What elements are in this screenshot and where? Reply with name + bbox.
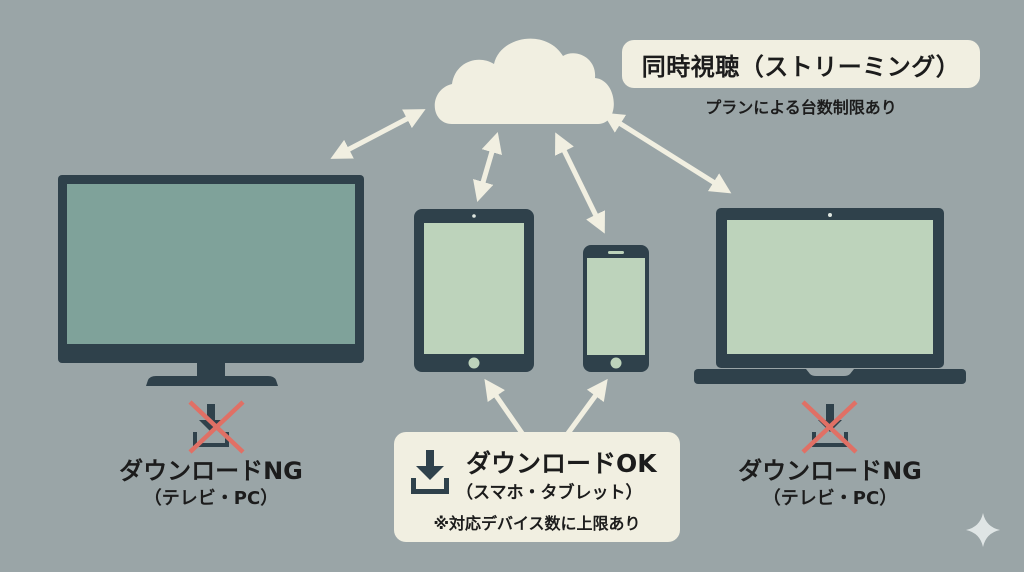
arrow-cloud-tv [330, 109, 426, 159]
download-ok-box: ダウンロードOK （スマホ・タブレット） ※対応デバイス数に上限あり [394, 432, 680, 542]
arrow-box-tablet [484, 378, 527, 438]
download-icon [411, 450, 449, 494]
download-blocked-icon-right [801, 400, 858, 454]
download-ng-title: ダウンロードNG [738, 457, 922, 485]
sparkle-icon [966, 513, 1000, 547]
download-ok-title: ダウンロードOK [466, 449, 657, 478]
streaming-title-badge: 同時視聴（ストリーミング） [622, 40, 980, 88]
download-ok-note: ※対応デバイス数に上限あり [433, 514, 641, 533]
download-blocked-icon-left [188, 400, 245, 454]
streaming-title: 同時視聴（ストリーミング） [641, 52, 961, 81]
smartphone-icon [583, 245, 649, 372]
arrow-cloud-tablet [473, 131, 502, 203]
arrow-box-phone [563, 378, 608, 438]
sync-arrows [330, 109, 732, 438]
tv-icon [58, 175, 364, 386]
download-ng-label-right: ダウンロードNG （テレビ・PC） [700, 456, 960, 512]
download-ng-title: ダウンロードNG [119, 457, 303, 485]
arrow-cloud-phone [555, 132, 605, 234]
tablet-icon [414, 209, 534, 372]
download-ng-devices: （テレビ・PC） [143, 488, 279, 509]
streaming-subtitle: プランによる台数制限あり [705, 98, 897, 117]
download-ng-label-left: ダウンロードNG （テレビ・PC） [81, 456, 341, 512]
laptop-icon [694, 208, 966, 384]
arrow-cloud-laptop [602, 112, 732, 194]
download-ok-devices: （スマホ・タブレット） [456, 483, 643, 503]
download-ng-devices: （テレビ・PC） [762, 488, 898, 509]
cloud-icon [434, 38, 614, 124]
